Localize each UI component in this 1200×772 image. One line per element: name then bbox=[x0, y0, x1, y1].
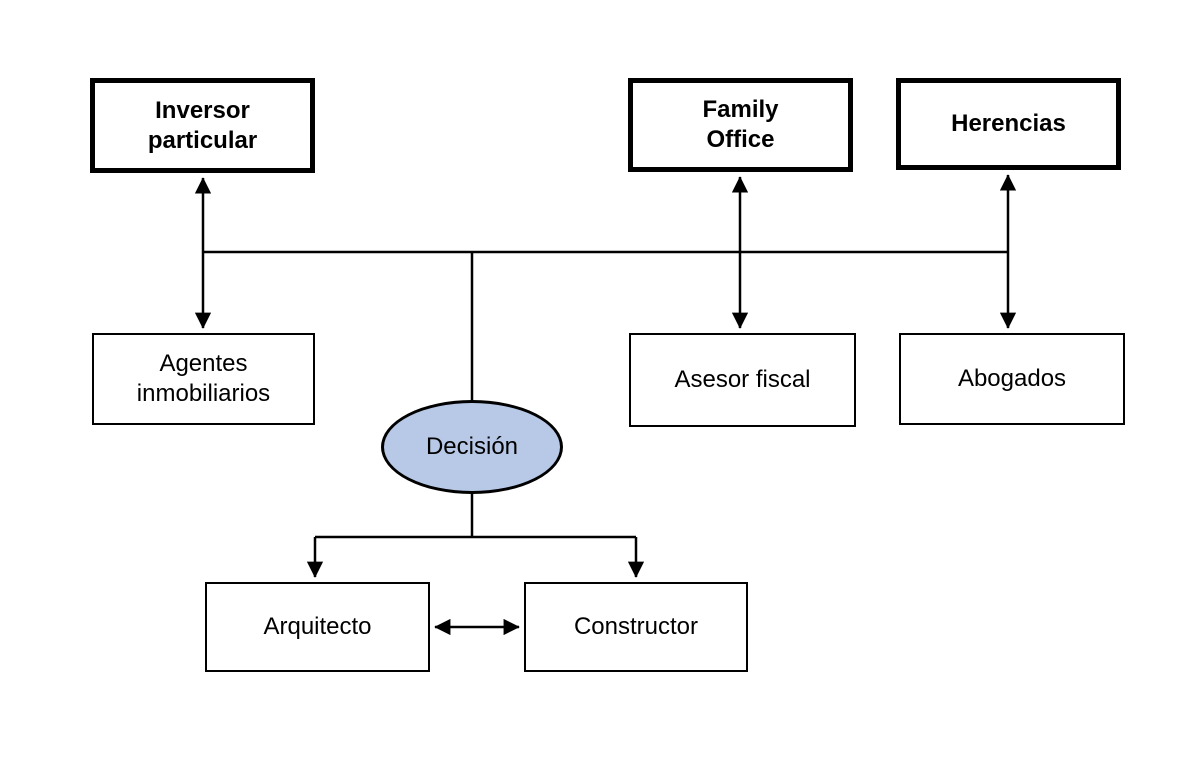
node-constructor: Constructor bbox=[524, 582, 748, 672]
node-abogados: Abogados bbox=[899, 333, 1125, 425]
node-asesor-fiscal: Asesor fiscal bbox=[629, 333, 856, 427]
node-arquitecto: Arquitecto bbox=[205, 582, 430, 672]
node-inversor-particular-label: Inversor particular bbox=[147, 96, 258, 154]
node-abogados-label: Abogados bbox=[957, 365, 1067, 392]
node-inversor-particular: Inversor particular bbox=[90, 78, 315, 173]
node-decision-ellipse: Decisión bbox=[381, 400, 563, 494]
node-arquitecto-label: Arquitecto bbox=[263, 613, 372, 640]
node-family-office: Family Office bbox=[628, 78, 853, 172]
node-family-office-label: Family Office bbox=[702, 96, 779, 153]
node-herencias: Herencias bbox=[896, 78, 1121, 170]
node-decision-label: Decisión bbox=[425, 433, 519, 460]
node-herencias-label: Herencias bbox=[951, 110, 1066, 137]
node-agentes-inmobiliarios-label: Agentes inmobiliarios bbox=[136, 350, 271, 407]
node-constructor-label: Constructor bbox=[573, 613, 699, 640]
node-asesor-fiscal-label: Asesor fiscal bbox=[674, 366, 811, 393]
node-agentes-inmobiliarios: Agentes inmobiliarios bbox=[92, 333, 315, 425]
